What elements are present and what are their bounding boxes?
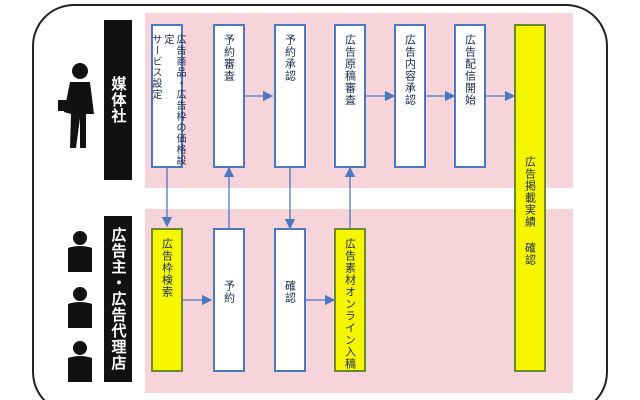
step-slot-search: 広告枠検索 — [151, 228, 183, 372]
step-reservation-review: 予約審査 — [213, 24, 245, 168]
step-manuscript-review: 広告原稿審査 — [334, 24, 366, 168]
step-service-setup: 広告商品・広告枠の価格設定 サービス設定 — [150, 24, 185, 168]
man-icon — [68, 341, 92, 382]
step-confirm: 確認 — [274, 228, 306, 372]
step-results-check: 広告掲載実績 確認 — [514, 24, 546, 372]
step-delivery-start: 広告配信開始 — [454, 24, 486, 168]
businessman-icon — [58, 63, 94, 148]
role-label-media: 媒体社 — [104, 20, 132, 180]
step-reservation-approval: 予約承認 — [274, 24, 306, 168]
step-online-submission: 広告素材オンライン入稿 — [334, 228, 366, 372]
man-icon — [68, 231, 92, 272]
step-content-approval: 広告内容承認 — [394, 24, 426, 168]
man-icon — [68, 287, 92, 328]
step-reservation: 予約 — [213, 228, 245, 372]
role-label-advertiser: 広告主・広告代理店 — [104, 216, 132, 382]
